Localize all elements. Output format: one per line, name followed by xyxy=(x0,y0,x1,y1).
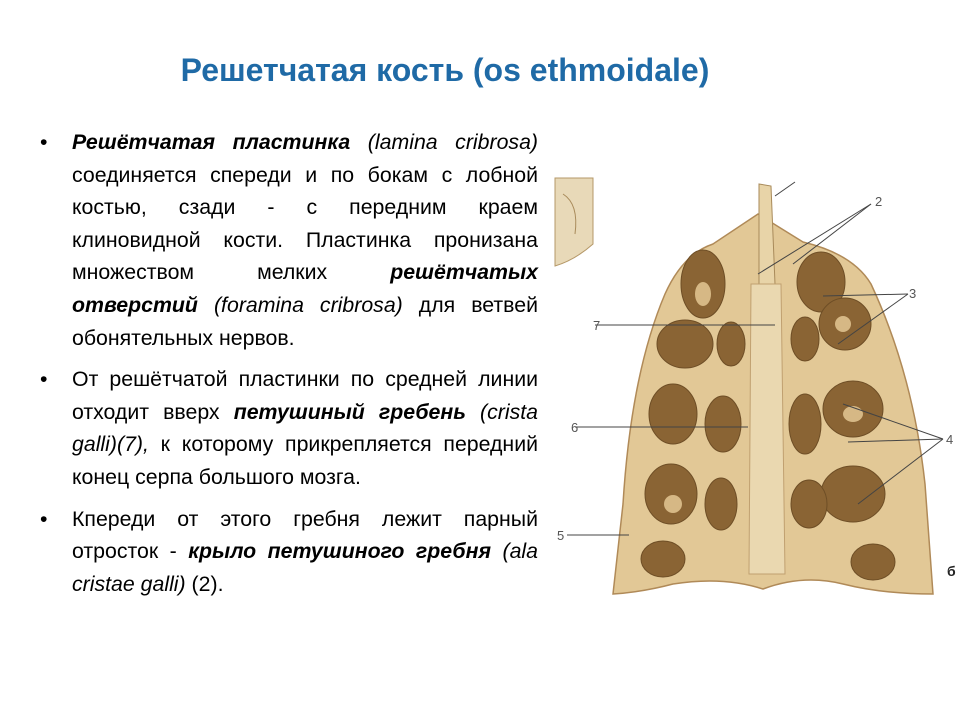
bullet-segment: (lamina cribrosa) xyxy=(350,130,539,154)
bullet-segment: для ветвей обонятельных нервов. xyxy=(72,292,538,350)
bullet-segment: От решётчатой пластинки по средней линии… xyxy=(72,367,538,424)
bullet-dot-icon: • xyxy=(40,506,48,531)
bullet-segment: крыло петушиного гребня xyxy=(188,539,491,564)
bullet-item: • Решётчатая пластинка (lamina cribrosa) … xyxy=(40,126,538,354)
bullet-segment: соединяется спереди и по бокам с лобной … xyxy=(72,162,538,285)
bullet-text: Решётчатая пластинка (lamina cribrosa) с… xyxy=(72,130,538,350)
ethmoid-bone-illustration: 2 3 4 5 6 7 б xyxy=(554,177,956,595)
figure-letter-label: б xyxy=(947,563,956,579)
bullet-segment: решётчатых отверстий xyxy=(72,260,538,317)
bullet-segment: к которому прикрепляется передний конец … xyxy=(72,432,538,489)
bullet-item: • Кпереди от этого гребня лежит парный от… xyxy=(40,503,538,601)
label-4: 4 xyxy=(946,432,953,447)
left-cells xyxy=(640,249,746,578)
bullet-text: Кпереди от этого гребня лежит парный отр… xyxy=(72,507,538,596)
bullet-segment: (ala cristae galli) xyxy=(72,539,538,596)
label-6: 6 xyxy=(571,420,578,435)
perpendicular-plate xyxy=(748,283,786,575)
label-5: 5 xyxy=(557,528,564,543)
bullet-segment: Кпереди от этого гребня лежит парный отр… xyxy=(72,506,538,564)
bullet-item: • От решётчатой пластинки по средней лини… xyxy=(40,363,538,493)
bullet-dot-icon: • xyxy=(40,367,48,392)
bullet-segment: (foramina cribrosa) xyxy=(197,292,403,317)
bullet-segment: петушиный гребень xyxy=(233,399,466,424)
leader-lines xyxy=(567,181,944,536)
bullet-text: От решётчатой пластинки по средней линии… xyxy=(72,367,538,489)
label-2: 2 xyxy=(875,194,882,209)
adjacent-bone-fragment xyxy=(554,177,594,267)
crista-galli xyxy=(758,183,776,292)
bullet-segment: (2). xyxy=(185,571,224,596)
bullet-dot-icon: • xyxy=(40,130,48,154)
cell-septa xyxy=(664,282,863,513)
bullet-segment: Решётчатая пластинка xyxy=(72,130,351,154)
slide-title: Решетчатая кость (os ethmoidale) xyxy=(180,52,710,88)
bullet-segment: (crista galli)(7), xyxy=(72,399,538,457)
label-3: 3 xyxy=(909,286,916,301)
label-7: 7 xyxy=(593,318,600,333)
bullet-list: • Решётчатая пластинка (lamina cribrosa) … xyxy=(40,126,538,609)
